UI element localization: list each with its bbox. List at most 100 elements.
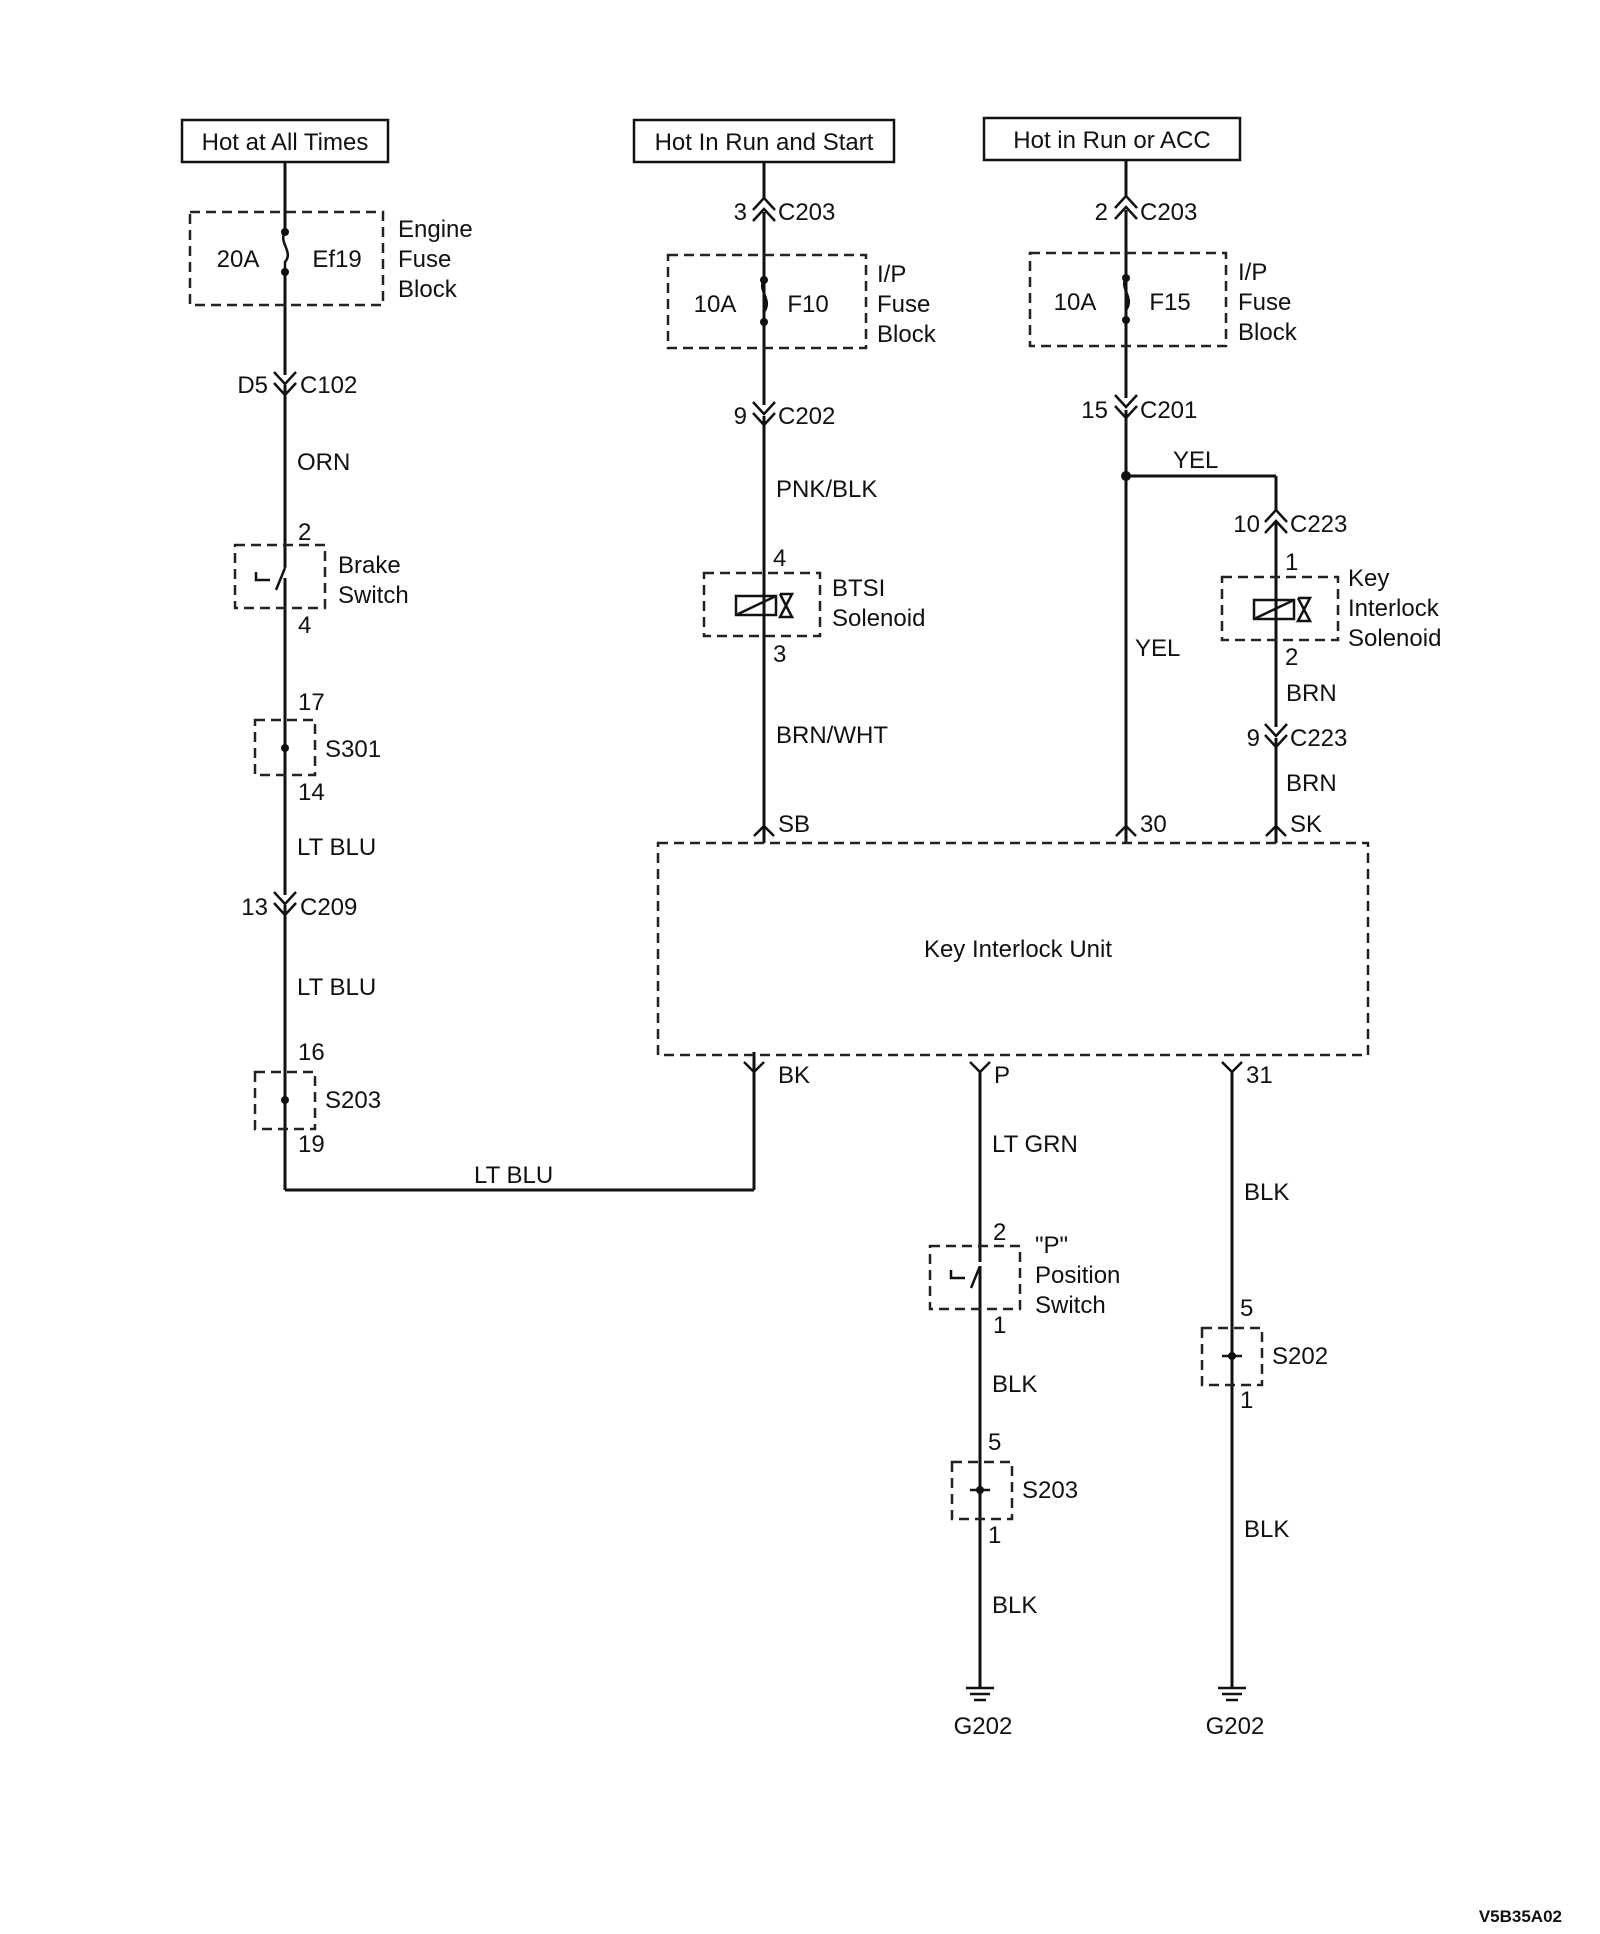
fuse-ef19-name: Ef19	[312, 246, 361, 273]
connector-c223-top: 10 C223	[1233, 508, 1347, 538]
svg-text:13: 13	[241, 894, 268, 921]
wire-brn-2: BRN	[1286, 770, 1337, 797]
svg-text:1: 1	[988, 1522, 1001, 1549]
svg-text:2: 2	[298, 519, 311, 546]
splice-s301-name: S301	[325, 736, 381, 763]
key-interlock-unit-label: Key Interlock Unit	[924, 936, 1112, 963]
svg-text:10: 10	[1233, 511, 1260, 538]
wire-blk-1: BLK	[992, 1371, 1037, 1398]
svg-text:5: 5	[988, 1429, 1001, 1456]
connector-c201: 15 C201	[1081, 394, 1197, 424]
svg-text:Switch: Switch	[338, 582, 409, 609]
key-interlock-solenoid: 1 Key Interlock Solenoid 2	[1220, 549, 1441, 671]
fuse-f15-rating: 10A	[1054, 289, 1097, 316]
wire-yel-top: YEL	[1173, 447, 1218, 474]
connector-c203-left: 3 C203	[734, 196, 835, 226]
svg-text:Brake: Brake	[338, 552, 401, 579]
power-source-hot-run-acc: Hot in Run or ACC	[982, 116, 1242, 162]
wire-lt-blu-1: LT BLU	[297, 834, 376, 861]
wire-pnk-blk: PNK/BLK	[776, 476, 877, 503]
connector-c203-right: 2 C203	[1095, 194, 1197, 226]
svg-text:3: 3	[773, 641, 786, 668]
svg-text:9: 9	[734, 403, 747, 430]
splice-s301: 17 S301 14	[253, 689, 381, 806]
splice-s203-mid: 5 S203 1	[950, 1429, 1078, 1549]
svg-text:19: 19	[298, 1131, 325, 1158]
figure-id: V5B35A02	[1479, 1907, 1562, 1926]
svg-text:C102: C102	[300, 372, 357, 399]
btsi-solenoid: 4 BTSI Solenoid 3	[702, 545, 925, 668]
svg-text:1: 1	[1285, 549, 1298, 576]
p-position-switch: 2 "P" Position Switch 1	[928, 1219, 1120, 1339]
svg-text:4: 4	[773, 545, 786, 572]
ground-g202-right-label: G202	[1206, 1713, 1265, 1740]
fuse-f15-name: F15	[1149, 289, 1190, 316]
svg-text:Fuse: Fuse	[877, 291, 930, 318]
right-circuit: 2 C203 10A F15 I/P Fuse Block 15 C201 YE…	[1028, 160, 1298, 843]
svg-text:Engine: Engine	[398, 216, 473, 243]
svg-text:4: 4	[298, 612, 311, 639]
connector-c223-bottom: 9 C223	[1247, 723, 1347, 752]
svg-text:Hot in Run or ACC: Hot in Run or ACC	[1013, 127, 1210, 154]
svg-text:C201: C201	[1140, 397, 1197, 424]
svg-text:2: 2	[1095, 199, 1108, 226]
power-source-hot-run-start: Hot In Run and Start	[632, 118, 896, 164]
connector-c209: 13 C209	[241, 891, 357, 921]
ground-g202-right: G202	[1206, 1686, 1265, 1740]
svg-text:Switch: Switch	[1035, 1292, 1106, 1319]
kiu-pin-p: P	[994, 1062, 1010, 1089]
svg-text:5: 5	[1240, 1295, 1253, 1322]
svg-text:Fuse: Fuse	[398, 246, 451, 273]
svg-text:"P": "P"	[1035, 1232, 1068, 1259]
wire-blk-3: BLK	[1244, 1179, 1289, 1206]
svg-text:BTSI: BTSI	[832, 575, 885, 602]
wire-lt-blu-2: LT BLU	[297, 974, 376, 1001]
fuse-f15: 10A F15 I/P Fuse Block	[1028, 251, 1298, 348]
splice-s202-name: S202	[1272, 1343, 1328, 1370]
fuse-f10-name: F10	[787, 291, 828, 318]
wire-yel-mid: YEL	[1135, 635, 1180, 662]
splice-s202: 5 S202 1	[1200, 1295, 1328, 1414]
left-circuit: 20A Ef19 Engine Fuse Block D5 C102 ORN 2…	[188, 162, 756, 1192]
svg-text:14: 14	[298, 779, 325, 806]
svg-text:16: 16	[298, 1039, 325, 1066]
splice-s203-mid-name: S203	[1022, 1477, 1078, 1504]
fuse-ef19: 20A Ef19 Engine Fuse Block	[188, 210, 473, 307]
fuse-f10: 10A F10 I/P Fuse Block	[666, 253, 937, 350]
svg-text:Position: Position	[1035, 1262, 1120, 1289]
svg-text:Solenoid: Solenoid	[832, 605, 925, 632]
svg-text:2: 2	[993, 1219, 1006, 1246]
kiu-pin-sk: SK	[1290, 811, 1322, 838]
kiu-pin-sb: SB	[778, 811, 810, 838]
svg-text:C223: C223	[1290, 725, 1347, 752]
fuse-f10-rating: 10A	[694, 291, 737, 318]
svg-text:Block: Block	[877, 321, 937, 348]
connector-c202: 9 C202	[734, 401, 835, 430]
svg-text:15: 15	[1081, 397, 1108, 424]
splice-s203-left-name: S203	[325, 1087, 381, 1114]
far-right-circuit: 10 C223 1 Key Interlock Solenoid 2 BRN 9…	[1220, 508, 1441, 843]
svg-text:C203: C203	[778, 199, 835, 226]
svg-text:2: 2	[1285, 644, 1298, 671]
kiu-pin-bk: BK	[778, 1062, 810, 1089]
wire-brn-wht: BRN/WHT	[776, 722, 888, 749]
svg-text:C202: C202	[778, 403, 835, 430]
kiu-ground-circuit: BLK 5 S202 1 BLK G202	[1200, 1072, 1328, 1740]
svg-text:C203: C203	[1140, 199, 1197, 226]
key-interlock-unit: Key Interlock Unit	[656, 841, 1370, 1057]
svg-text:9: 9	[1247, 725, 1260, 752]
svg-text:C209: C209	[300, 894, 357, 921]
svg-text:D5: D5	[237, 372, 268, 399]
wire-lt-grn: LT GRN	[992, 1131, 1078, 1158]
svg-text:C223: C223	[1290, 511, 1347, 538]
wire-blk-4: BLK	[1244, 1516, 1289, 1543]
svg-text:Solenoid: Solenoid	[1348, 625, 1441, 652]
p-position-circuit: LT GRN 2 "P" Position Switch 1 BLK 5 S20…	[928, 1072, 1120, 1740]
svg-text:I/P: I/P	[877, 261, 906, 288]
kiu-pin-30: 30	[1140, 811, 1167, 838]
svg-text:17: 17	[298, 689, 325, 716]
svg-text:Block: Block	[398, 276, 458, 303]
ground-g202-left: G202	[954, 1686, 1012, 1740]
svg-text:Interlock: Interlock	[1348, 595, 1440, 622]
